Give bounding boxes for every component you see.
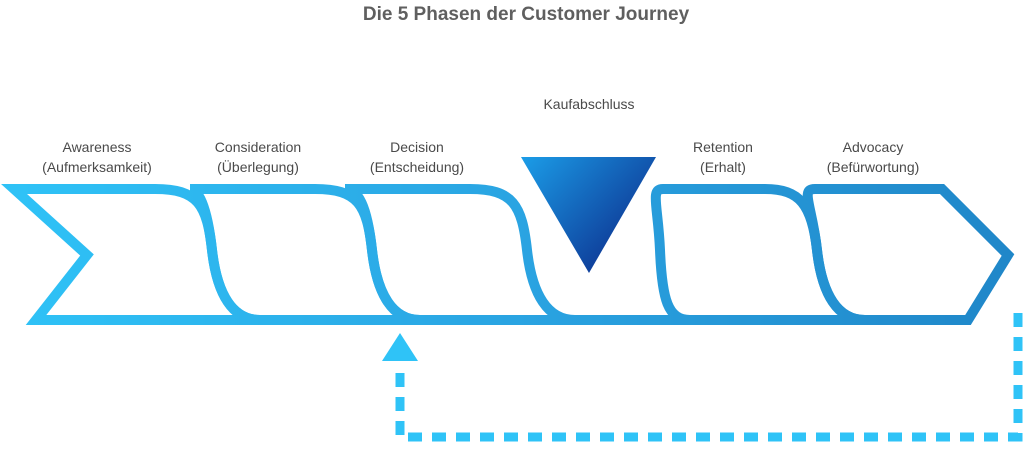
page-title: Die 5 Phasen der Customer Journey	[362, 4, 690, 25]
phase-subtitle: (Aufmerksamkeit)	[42, 159, 152, 175]
phase-label-consideration: Consideration (Überlegung)	[178, 137, 338, 177]
phase-name: Awareness	[62, 139, 132, 155]
feedback-loop-line	[395, 313, 1023, 442]
phase-label-retention: Retention (Erhalt)	[643, 137, 803, 177]
phase-name: Advocacy	[842, 139, 904, 155]
chevron-advocacy	[802, 184, 1015, 325]
phase-subtitle: (Überlegung)	[217, 159, 299, 175]
phase-subtitle: (Befürwortung)	[826, 159, 920, 175]
phase-label-advocacy: Advocacy (Befürwortung)	[793, 137, 953, 177]
phase-label-decision: Decision (Entscheidung)	[337, 137, 497, 177]
feedback-arrow-up-icon	[382, 333, 418, 361]
phase-label-awareness: Awareness (Aufmerksamkeit)	[17, 137, 177, 177]
phase-name: Retention	[693, 139, 753, 155]
purchase-triangle-icon	[521, 157, 656, 273]
chevron-decision	[344, 184, 576, 325]
phase-name: Decision	[390, 139, 444, 155]
phase-name: Consideration	[214, 139, 302, 155]
phase-subtitle: (Entscheidung)	[369, 159, 465, 175]
phase-subtitle: (Erhalt)	[700, 159, 746, 175]
purchase-label: Kaufabschluss	[543, 96, 635, 112]
